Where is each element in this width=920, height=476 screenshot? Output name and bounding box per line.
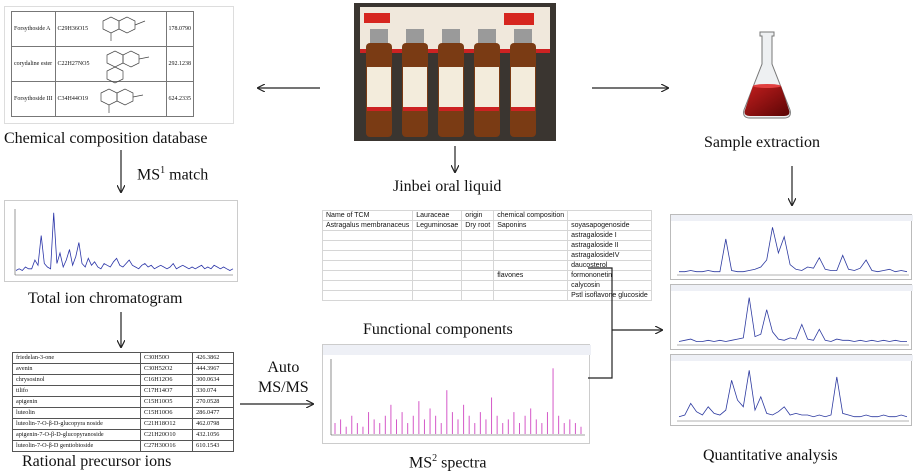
quant-chromatogram-1: [670, 214, 913, 280]
jinbei-product-photo: [354, 3, 556, 141]
tic-plot: [14, 209, 234, 276]
table-cell: C22H27NO5: [54, 46, 92, 82]
total-ion-chromatogram-image: [4, 200, 238, 282]
table-cell: C27H30O16: [139, 440, 194, 452]
ms2-spectrum-image: [322, 344, 591, 444]
ms1-match-label: MS1 match: [137, 165, 209, 184]
product-box-logo: [364, 13, 390, 23]
quant-trace-2: [678, 297, 907, 342]
jinbei-label: Jinbei oral liquid: [393, 178, 502, 195]
functional-label: Functional components: [363, 321, 513, 338]
table-cell: Pstl isoflavone glucoside: [567, 290, 652, 301]
auto-ms-ms-label: Auto MS/MS: [258, 359, 309, 396]
ms2-spectra-label: MS2 spectra: [409, 453, 487, 472]
table-cell: [321, 290, 414, 301]
tic-trace: [15, 212, 234, 272]
quant-trace-3: [678, 370, 908, 418]
table-cell: corydaline ester: [11, 46, 56, 82]
quant-chromatogram-3: [670, 354, 913, 426]
table-cell: [493, 290, 569, 301]
table-cell: C29H36O15: [54, 11, 92, 47]
table-cell: C34H44O19: [54, 81, 92, 117]
ms2-plot: [323, 345, 591, 436]
quant-chromatogram-2: [670, 284, 913, 350]
sample-extraction-label: Sample extraction: [704, 134, 820, 151]
chemical-database-label: Chemical composition database: [4, 130, 208, 147]
flask-icon: [743, 31, 791, 119]
table-cell: 178.0790: [165, 11, 195, 47]
table-cell: [412, 290, 463, 301]
table-cell: 624.2335: [165, 81, 195, 117]
product-box-logo-2: [504, 13, 534, 25]
table-cell: [91, 81, 167, 117]
table-cell: 292.1238: [165, 46, 195, 82]
bottles: [366, 29, 536, 137]
bracket-functional: [588, 267, 613, 379]
chemical-structures: [100, 16, 150, 113]
quantitative-label: Quantitative analysis: [703, 447, 838, 464]
table-cell: 610.1543: [192, 440, 234, 452]
table-row: Pstl isoflavone glucoside: [321, 290, 652, 301]
quant-trace-1: [679, 227, 908, 273]
tic-label: Total ion chromatogram: [28, 290, 183, 307]
table-cell: Forsythoside III: [11, 81, 56, 117]
precursor-label: Rational precursor ions: [22, 453, 172, 470]
